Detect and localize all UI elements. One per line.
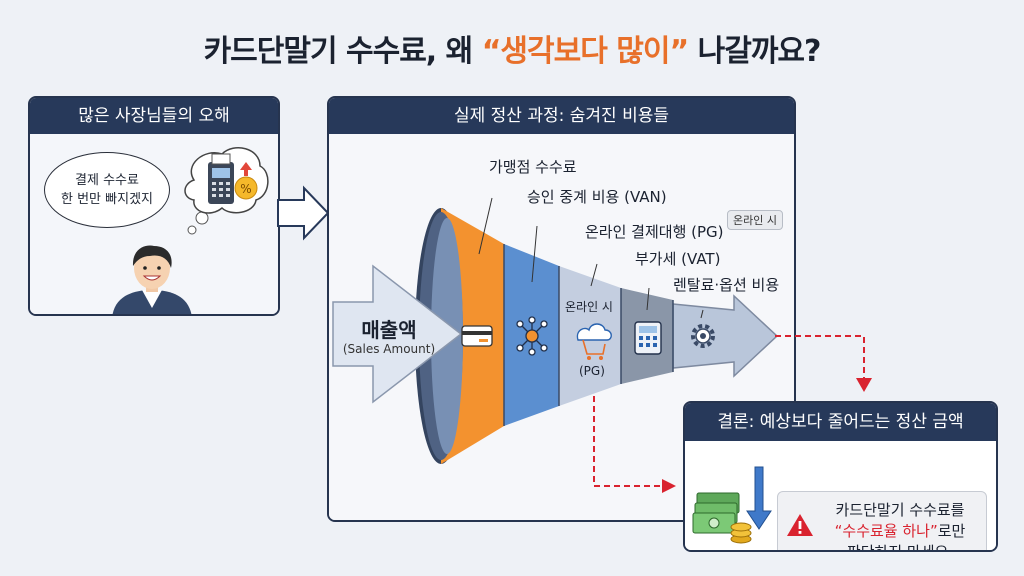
warning-text: 카드단말기 수수료를 “수수료율 하나”로만 판단하지 마세요. (818, 500, 982, 552)
sales-amount-label: 매출액 (361, 318, 417, 342)
title-suffix: 나갈까요? (688, 34, 822, 69)
down-arrow-icon (746, 466, 772, 530)
shop-owner-avatar (112, 245, 192, 314)
warning-callout: 카드단말기 수수료를 “수수료율 하나”로만 판단하지 마세요. (777, 491, 987, 552)
misconception-panel: 많은 사장님들의 오해 결제 수수료 한 번만 빠지겠지 % (28, 96, 280, 316)
flow-arrow-icon (277, 185, 330, 241)
card-icon (461, 325, 493, 347)
warning-line-2-suffix: 로만 (937, 522, 966, 540)
warning-highlight: “수수료율 하나” (834, 522, 938, 540)
sales-amount-sublabel: (Sales Amount) (342, 342, 436, 356)
calculator-icon (634, 321, 662, 355)
coin-stack-icon (730, 522, 752, 544)
warning-line-1: 카드단말기 수수료를 (835, 501, 965, 519)
speech-bubble: 결제 수수료 한 번만 빠지겠지 (44, 152, 170, 228)
stage-label-pg: 온라인 결제대행 (PG) (585, 223, 724, 241)
pg-inner-label: 온라인 시 (565, 300, 613, 314)
title-prefix: 카드단말기 수수료, 왜 (203, 34, 482, 69)
funnel-diagram (332, 197, 779, 464)
stage-label-vat: 부가세 (VAT) (635, 250, 721, 268)
title-highlight: “생각보다 많이” (481, 34, 689, 69)
svg-text:%: % (240, 182, 251, 196)
card-terminal-icon (208, 153, 234, 204)
warning-line-2: “수수료율 하나”로만 (818, 521, 982, 542)
pg-inner-sublabel: (PG) (579, 364, 605, 378)
sales-input-arrow (332, 264, 463, 404)
money-stack-icon (692, 466, 772, 544)
stage-label-rental: 렌탈료·옵션 비용 (673, 276, 780, 294)
stage-label-merchant-fee: 가맹점 수수료 (489, 158, 577, 176)
warning-icon (787, 514, 813, 536)
settlement-process-body: 매출액 (Sales Amount) 가맹점 수수료 승인 중계 비용 (VAN… (329, 134, 794, 520)
online-only-tag: 온라인 시 (727, 210, 783, 230)
conclusion-panel: 결론: 예상보다 줄어드는 정산 금액 카드단말기 수수 (683, 401, 998, 552)
thought-bubble-icon: % (184, 147, 269, 235)
network-icon (516, 316, 548, 356)
misconception-header: 많은 사장님들의 오해 (30, 98, 278, 134)
gear-icon (691, 324, 715, 348)
speech-line-1: 결제 수수료 (75, 173, 139, 188)
percent-coin-icon: % (234, 162, 258, 200)
warning-line-3: 판단하지 마세요. (846, 543, 954, 552)
misconception-body: 결제 수수료 한 번만 빠지겠지 % (30, 134, 278, 314)
settlement-process-header: 실제 정산 과정: 숨겨진 비용들 (329, 98, 794, 134)
page-title: 카드단말기 수수료, 왜 “생각보다 많이” 나갈까요? (0, 26, 1024, 70)
speech-line-2: 한 번만 빠지겠지 (61, 192, 153, 207)
stage-label-van: 승인 중계 비용 (VAN) (527, 188, 667, 206)
cloud-cart-icon (576, 323, 612, 360)
conclusion-header: 결론: 예상보다 줄어드는 정산 금액 (685, 403, 996, 441)
conclusion-body: 카드단말기 수수료를 “수수료율 하나”로만 판단하지 마세요. (685, 441, 996, 552)
funnel-output-arrow (672, 294, 779, 378)
